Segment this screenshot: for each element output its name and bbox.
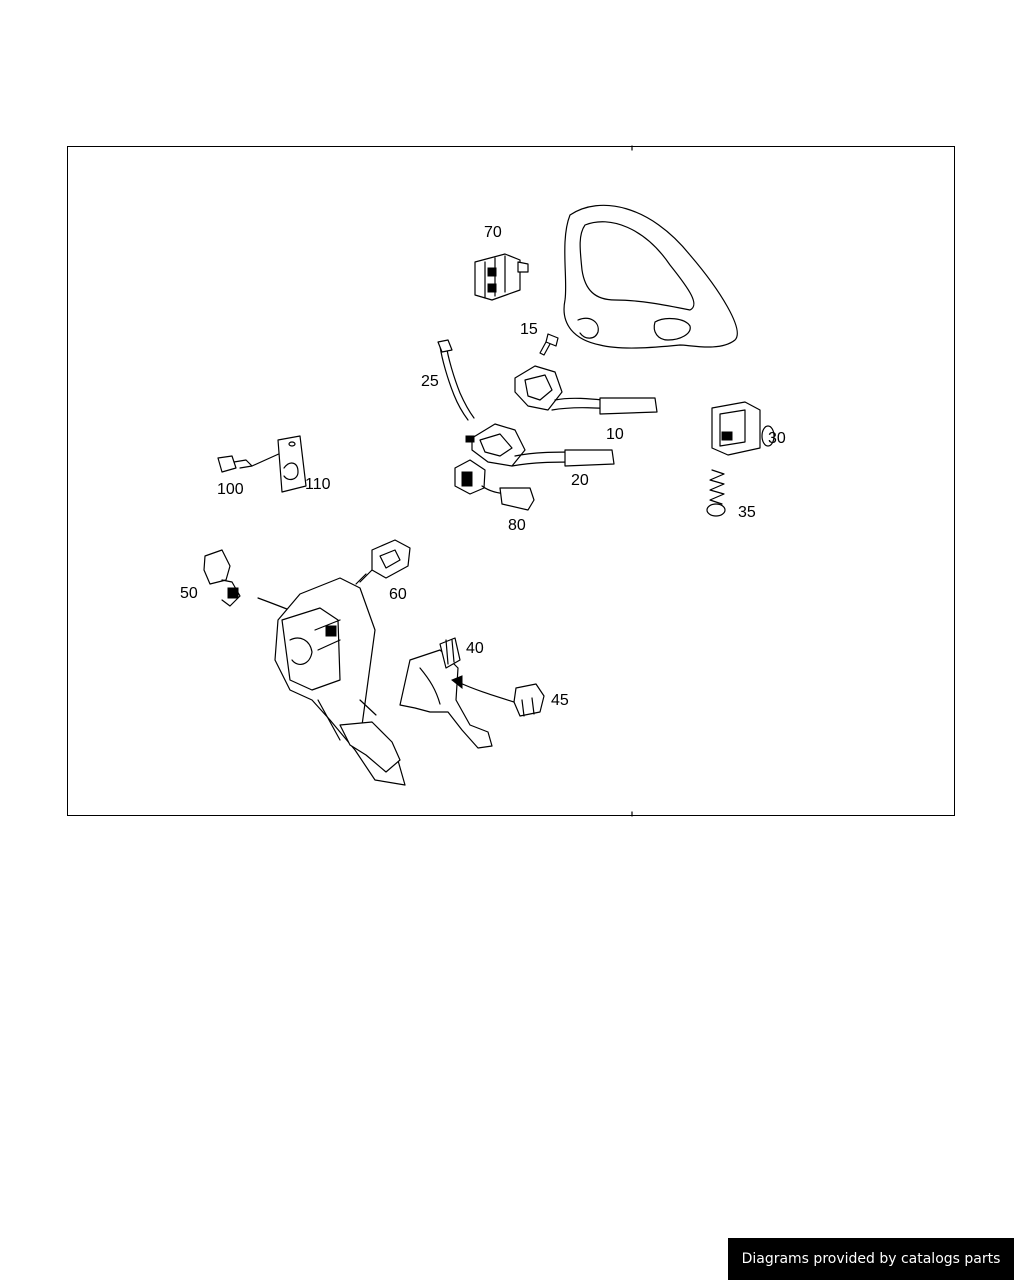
callout-40: 40 bbox=[466, 640, 484, 657]
callout-110: 110 bbox=[305, 476, 331, 493]
switch-part-80[interactable] bbox=[454, 459, 535, 511]
callout-30: 30 bbox=[768, 430, 786, 447]
callout-10: 10 bbox=[606, 426, 624, 443]
screw-part-15[interactable] bbox=[539, 333, 559, 356]
callout-15: 15 bbox=[520, 321, 538, 338]
callout-80: 80 bbox=[508, 517, 526, 534]
callout-35: 35 bbox=[738, 504, 756, 521]
callout-50: 50 bbox=[180, 585, 198, 602]
steering-wheel-drawing[interactable] bbox=[563, 204, 738, 349]
callout-20: 20 bbox=[571, 472, 589, 489]
arrow-45-to-pedal bbox=[457, 681, 515, 703]
pedal-assembly-drawing[interactable] bbox=[274, 577, 406, 786]
combination-switch-part-20[interactable] bbox=[465, 423, 615, 467]
combination-switch-part-10[interactable] bbox=[514, 365, 658, 415]
footer-credit-banner: Diagrams provided by catalogs parts bbox=[728, 1238, 1014, 1280]
clutch-pedal-drawing[interactable] bbox=[399, 649, 493, 749]
sensor-part-50[interactable] bbox=[203, 549, 241, 607]
callout-100: 100 bbox=[217, 481, 244, 498]
callout-60: 60 bbox=[389, 586, 407, 603]
diagram-frame bbox=[67, 146, 955, 816]
cable-part-25[interactable] bbox=[437, 339, 475, 421]
connector-part-30[interactable] bbox=[711, 401, 775, 456]
callout-70: 70 bbox=[484, 224, 502, 241]
clip-part-45[interactable] bbox=[513, 683, 545, 717]
switch-part-70[interactable] bbox=[474, 253, 529, 301]
arrowhead-45 bbox=[451, 675, 463, 690]
clip-part-40[interactable] bbox=[439, 637, 461, 669]
callout-45: 45 bbox=[551, 692, 569, 709]
switch-part-60[interactable] bbox=[355, 539, 411, 585]
footer-credit-text: Diagrams provided by catalogs parts bbox=[741, 1251, 1001, 1267]
spring-screw-part-35[interactable] bbox=[706, 469, 726, 517]
callout-25: 25 bbox=[421, 373, 439, 390]
bracket-part-110[interactable] bbox=[277, 435, 307, 493]
